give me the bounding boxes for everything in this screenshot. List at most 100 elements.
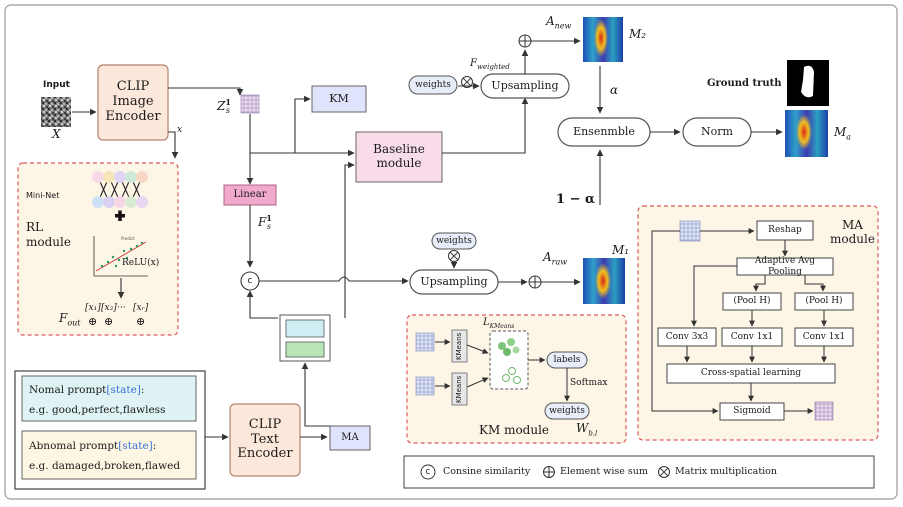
sum-icon-rl-3: ⊕	[136, 315, 146, 328]
sigmoid-label: Sigmoid	[733, 406, 771, 417]
reshap-label: Reshap	[768, 225, 802, 236]
weights-pill-top	[408, 75, 458, 95]
kmeans-label-2: KMeans	[455, 375, 463, 403]
arrow-text-to-c	[246, 290, 278, 319]
km-input-grid-1	[415, 332, 435, 352]
arrow-skip-to-sigmoid	[651, 230, 719, 414]
plus-icon	[115, 210, 125, 221]
ma-output-grid	[814, 401, 834, 421]
km-module-title: KM module	[479, 423, 550, 437]
arrow-baseline-to-upsampling	[442, 97, 529, 154]
x-term-r: [xᵣ]	[133, 303, 149, 313]
pool-h-label-1: (Pool H)	[733, 296, 771, 307]
z-label: Z1s	[217, 97, 231, 116]
a-new-label: Anew	[546, 14, 572, 31]
plot-legend: Predict	[121, 236, 135, 241]
arrow-pool-to-poolh2	[804, 275, 826, 292]
legend-box	[403, 455, 875, 489]
ma-module-title: MA module	[830, 218, 875, 247]
km-weights-pill	[544, 402, 590, 420]
arrow-clip-to-z	[168, 87, 244, 96]
arrow-to-km	[294, 95, 311, 153]
input-x-label: X	[52, 127, 61, 141]
input-image	[41, 97, 71, 127]
km-box	[311, 85, 367, 113]
baseline-module-label: Baseline module	[373, 142, 425, 170]
arrow-kmeans1-to-cluster	[466, 344, 489, 354]
kmeans-block-1	[451, 329, 468, 363]
upsampling-mid-label: Upsampling	[420, 274, 488, 288]
relu-label: ReLU(x)	[122, 258, 160, 268]
abnormal-prompt-title: Abnomal prompt[state]:	[29, 440, 157, 452]
legend-cosine-symbol: c	[425, 466, 431, 477]
legend-cosine-icon	[420, 464, 436, 480]
input-title: Input	[43, 80, 70, 90]
relu-plot-icon	[93, 236, 148, 277]
m2-heatmap	[583, 17, 623, 62]
kmeans-label-1: KMeans	[455, 332, 463, 360]
ma-box-label: MA	[341, 432, 359, 444]
f-out-label: Fout	[59, 311, 81, 328]
ma-box	[329, 425, 371, 451]
sum-icon-rl-2: ⊕	[104, 315, 114, 328]
rl-module-title: RL module	[26, 220, 71, 249]
km-input-grid-2	[415, 376, 435, 396]
sum-icon-rl-1: ⊕	[88, 315, 98, 328]
abnormal-prompt-examples: e.g. damaged,broken,flawed	[29, 460, 181, 472]
ma-output-heatmap	[785, 110, 828, 157]
weights-pill-mid	[431, 232, 477, 250]
x-term-2: [x₂]	[101, 303, 117, 313]
weights-top-label: weights	[415, 79, 451, 90]
km-box-label: KM	[329, 91, 349, 105]
ma-input-grid	[679, 220, 701, 242]
adaptive-pool-label: Adaptive Avg Pooling	[754, 256, 816, 277]
arrow-kmeans2-to-cluster	[466, 377, 489, 388]
m1-label: M₁	[612, 243, 630, 257]
m2-label: M₂	[629, 27, 647, 41]
km-weights-label: weights	[549, 405, 585, 416]
conv1x1-label-a: Conv 1x1	[730, 331, 774, 342]
m1-heatmap	[583, 258, 625, 304]
baseline-module-box	[355, 131, 443, 183]
arrow-pool-to-conv3	[691, 265, 737, 327]
l-kmeans-label: LKMeans	[483, 317, 515, 330]
ma-output-label: Ma	[834, 125, 852, 142]
norm-label: Norm	[701, 124, 733, 138]
arrow-clip-to-rl	[168, 131, 179, 159]
arrow-text-to-baseline	[344, 161, 355, 318]
ensemble-label: Ensenmble	[573, 124, 635, 138]
upsampling-top-label: Upsampling	[491, 78, 559, 92]
a-raw-label: Araw	[543, 250, 568, 267]
normal-text-feature	[285, 319, 325, 338]
abnormal-text-feature	[285, 341, 325, 358]
legend-cosine-label: Consine similarity	[443, 466, 531, 477]
clip-x-output-label: x	[177, 125, 183, 135]
x-term-dots: ···	[117, 303, 126, 313]
pool-h-label-2: (Pool H)	[805, 296, 843, 307]
ground-truth-shape	[801, 65, 814, 98]
arrow-pool-to-poolh1	[753, 275, 766, 292]
conv3x3-label: Conv 3x3	[665, 331, 709, 342]
alpha-label: α	[610, 83, 619, 97]
one-minus-alpha-label: 1 − α	[556, 192, 595, 207]
cosine-node-label: c	[247, 275, 253, 286]
mini-net-icon	[92, 171, 148, 208]
clip-text-encoder-box	[229, 403, 301, 477]
clip-image-encoder-box	[97, 64, 169, 141]
f-weighted-label: Fweighted	[470, 58, 510, 71]
weights-mid-label: weights	[436, 235, 472, 246]
mini-net-label: Mini-Net	[26, 191, 60, 200]
abnormal-prompt-box	[21, 430, 197, 480]
w-bl-label: Wb,l	[576, 421, 598, 438]
clip-text-encoder-label: CLIP Text Encoder	[237, 416, 293, 462]
legend-mult-label: Matrix multiplication	[675, 466, 778, 477]
cross-spatial-label: Cross-spatial learning	[700, 368, 802, 379]
labels-text: labels	[553, 354, 581, 365]
cluster-points	[498, 338, 521, 384]
arrow-c-to-upsampling	[259, 276, 409, 285]
conv1x1-label-b: Conv 1x1	[802, 331, 846, 342]
normal-prompt-title: Nomal prompt[state]:	[29, 384, 145, 396]
legend-sum-label: Element wise sum	[560, 466, 648, 477]
normal-prompt-box	[21, 375, 197, 422]
